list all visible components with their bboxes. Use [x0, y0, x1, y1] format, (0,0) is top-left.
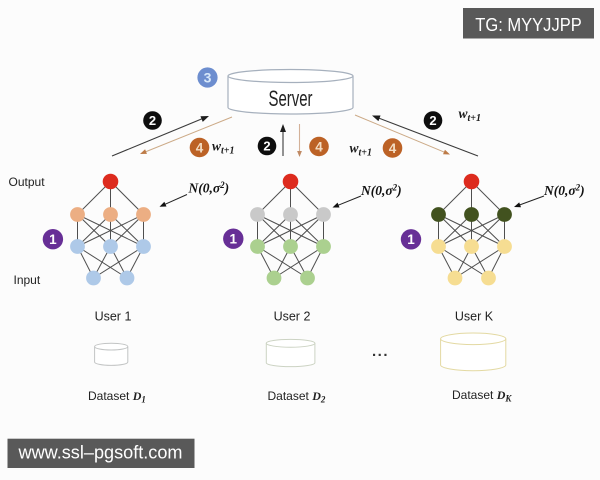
svg-text:2: 2 — [429, 113, 436, 128]
svg-text:User 1: User 1 — [95, 310, 132, 324]
svg-text:4: 4 — [196, 140, 204, 155]
svg-text:Dataset D2: Dataset D2 — [268, 389, 326, 405]
svg-text:2: 2 — [263, 139, 270, 154]
svg-text:1: 1 — [407, 232, 415, 247]
svg-text:4: 4 — [315, 139, 323, 154]
svg-text:Output: Output — [9, 175, 46, 189]
svg-text:User K: User K — [455, 310, 494, 324]
svg-text:Dataset DK: Dataset DK — [452, 388, 512, 404]
svg-text:1: 1 — [230, 232, 238, 247]
svg-text:4: 4 — [389, 141, 397, 156]
svg-text:Input: Input — [14, 273, 41, 287]
svg-text:1: 1 — [49, 232, 57, 247]
svg-text:...: ... — [372, 343, 389, 360]
svg-text:N(0,σ2): N(0,σ2) — [360, 183, 402, 199]
svg-text:N(0,σ2): N(0,σ2) — [188, 180, 230, 196]
svg-text:N(0,σ2): N(0,σ2) — [543, 183, 585, 199]
svg-text:2: 2 — [149, 113, 156, 128]
svg-text:Server: Server — [269, 86, 313, 111]
svg-text:User 2: User 2 — [274, 310, 311, 324]
svg-text:Dataset D1: Dataset D1 — [88, 389, 146, 405]
svg-text:TG: MYYJJPP: TG: MYYJJPP — [475, 15, 582, 35]
svg-text:3: 3 — [204, 70, 212, 86]
svg-text:www.ssl–pgsoft.com: www.ssl–pgsoft.com — [17, 443, 182, 463]
